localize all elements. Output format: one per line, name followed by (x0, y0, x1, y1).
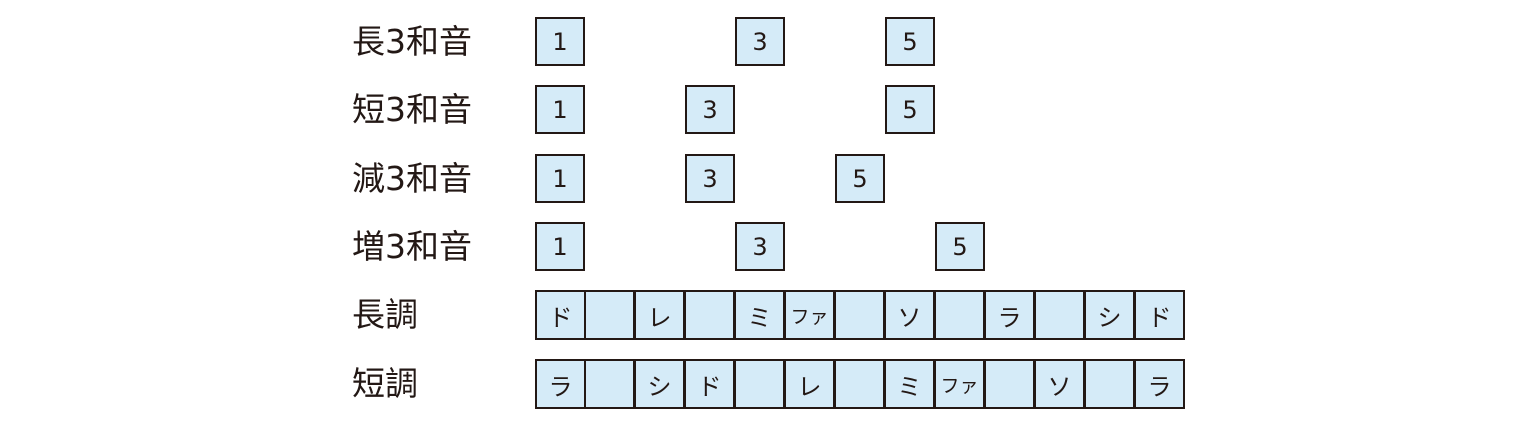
note-name: ド (1147, 303, 1172, 332)
scale-cell (834, 359, 885, 409)
scale-cell: ド (1134, 290, 1185, 340)
chord-degree-cell: 1 (535, 17, 585, 66)
degree-number: 5 (902, 95, 918, 124)
scale-cell: ミ (884, 359, 935, 409)
scale-cell: レ (634, 290, 685, 340)
scale-cell (584, 290, 635, 340)
scale-label: 短調 (352, 364, 418, 403)
chord-degree-cell: 5 (885, 85, 935, 134)
scale-cell: シ (634, 359, 685, 409)
degree-number: 5 (952, 232, 968, 261)
note-name: ミ (897, 372, 922, 401)
chord-label: 増3和音 (352, 227, 472, 266)
chord-degree-cell: 3 (685, 154, 735, 203)
note-name: ド (697, 372, 722, 401)
chord-degree-cell: 3 (735, 222, 785, 271)
degree-number: 3 (702, 95, 718, 124)
note-name: ソ (1047, 372, 1072, 401)
scale-cell (734, 359, 785, 409)
note-name: ファ (940, 374, 979, 397)
note-name: レ (797, 372, 822, 401)
chord-degree-cell: 5 (935, 222, 985, 271)
scale-cell: ファ (934, 359, 985, 409)
degree-number: 3 (752, 232, 768, 261)
chord-degree-cell: 5 (835, 154, 885, 203)
scale-cell: ド (684, 359, 735, 409)
degree-number: 5 (852, 164, 868, 193)
scale-cell (1034, 290, 1085, 340)
scale-cell: ラ (535, 359, 586, 409)
scale-cell: ラ (984, 290, 1035, 340)
scale-cell: レ (784, 359, 835, 409)
chord-degree-cell: 1 (535, 85, 585, 134)
degree-number: 1 (552, 95, 568, 124)
chord-label: 長3和音 (352, 22, 472, 61)
scale-cell: ラ (1134, 359, 1185, 409)
note-name: ソ (897, 303, 922, 332)
note-name: ラ (997, 303, 1022, 332)
degree-number: 1 (552, 164, 568, 193)
note-name: ド (548, 303, 573, 332)
scale-cell (934, 290, 985, 340)
chord-degree-cell: 3 (735, 17, 785, 66)
note-name: シ (1097, 303, 1122, 332)
scale-cell: ミ (734, 290, 785, 340)
scale-cell (1084, 359, 1135, 409)
scale-label: 長調 (352, 295, 418, 334)
scale-cell (684, 290, 735, 340)
scale-cell: ファ (784, 290, 835, 340)
chord-label: 減3和音 (352, 159, 472, 198)
note-name: ミ (747, 303, 772, 332)
note-name: ラ (548, 372, 573, 401)
chord-degree-cell: 1 (535, 154, 585, 203)
scale-cell: ソ (1034, 359, 1085, 409)
scale-cell (984, 359, 1035, 409)
scale-cell: シ (1084, 290, 1135, 340)
note-name: ファ (790, 305, 829, 328)
degree-number: 1 (552, 232, 568, 261)
chord-degree-cell: 3 (685, 85, 735, 134)
scale-cell (584, 359, 635, 409)
chord-degree-cell: 5 (885, 17, 935, 66)
note-name: ラ (1147, 372, 1172, 401)
scale-cell (834, 290, 885, 340)
degree-number: 5 (902, 27, 918, 56)
degree-number: 1 (552, 27, 568, 56)
note-name: レ (647, 303, 672, 332)
scale-cell: ソ (884, 290, 935, 340)
chord-label: 短3和音 (352, 90, 472, 129)
chord-degree-cell: 1 (535, 222, 585, 271)
note-name: シ (647, 372, 672, 401)
scale-cell: ド (535, 290, 586, 340)
degree-number: 3 (702, 164, 718, 193)
degree-number: 3 (752, 27, 768, 56)
